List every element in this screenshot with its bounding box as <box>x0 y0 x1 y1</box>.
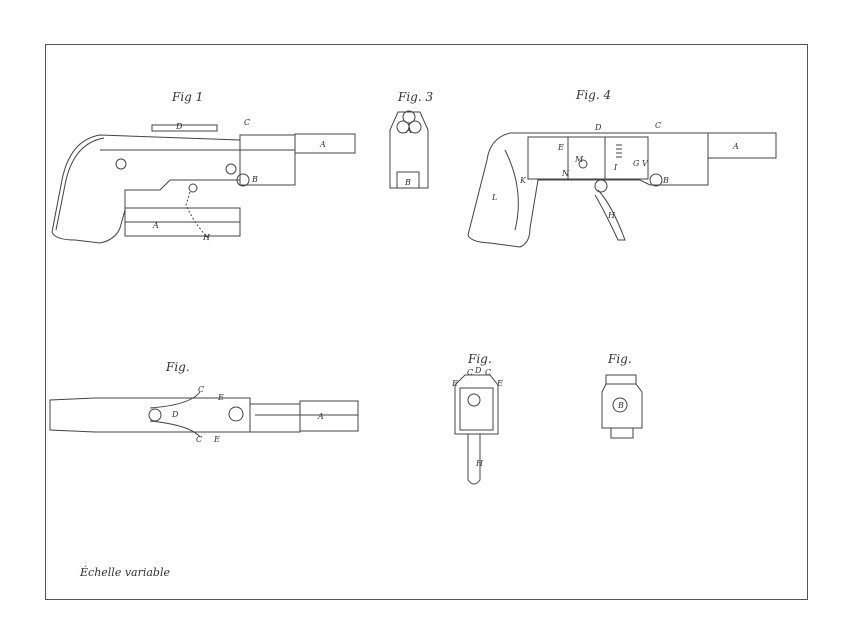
front-label-c: C <box>467 368 473 377</box>
fig3-front-view <box>389 110 429 189</box>
front-label-e2: E <box>496 379 503 388</box>
fig1-label-b: B <box>251 175 258 184</box>
fig4-label-m: M <box>574 155 584 164</box>
drawing-border <box>45 44 808 600</box>
front-label-h: H <box>475 459 484 468</box>
fig4-label-n: N <box>561 169 570 178</box>
fig4-label-i: I <box>613 163 618 172</box>
fig4-label-a: A <box>732 142 739 151</box>
front-label-c2: C <box>485 368 491 377</box>
fig1-label-h: H <box>202 233 211 242</box>
top-label-c: C <box>198 385 204 394</box>
top-label-e: E <box>217 393 224 402</box>
fig3-label-a: A <box>405 126 412 135</box>
fig-front-caption: Fig. <box>468 352 492 366</box>
scale-note: Échelle variable <box>80 566 171 579</box>
top-label-d: D <box>171 410 179 419</box>
fig-top-caption: Fig. <box>166 360 190 374</box>
fig1-label-d: D <box>175 122 183 131</box>
fig4-label-h: H <box>607 211 616 220</box>
fig4-label-d: D <box>594 123 602 132</box>
front-label-d: D <box>474 366 482 375</box>
fig1-label-a2: A <box>152 221 159 230</box>
fig4-pistol-section <box>467 132 777 248</box>
top-label-a: A <box>317 412 324 421</box>
fig4-caption: Fig. 4 <box>576 88 612 102</box>
fig4-label-g: G <box>633 159 640 168</box>
fig4-label-l: L <box>491 193 497 202</box>
fig-front-section <box>454 374 499 485</box>
front-label-e: E <box>451 379 458 388</box>
fig4-label-c: C <box>655 121 661 130</box>
rear-label-b: B <box>617 401 624 410</box>
fig1-caption: Fig 1 <box>172 90 204 104</box>
fig-top-view <box>49 391 359 438</box>
fig3-caption: Fig. 3 <box>398 90 434 104</box>
fig4-label-b: B <box>662 176 669 185</box>
fig4-label-v: V <box>642 159 649 168</box>
fig4-label-e: E <box>557 143 564 152</box>
fig4-label-k: K <box>519 176 527 185</box>
top-label-c2: C <box>196 435 202 444</box>
fig1-label-c: C <box>244 118 250 127</box>
fig-rear-view <box>601 374 643 439</box>
fig1-label-a: A <box>319 140 326 149</box>
top-label-e2: E <box>213 435 220 444</box>
fig-rear-caption: Fig. <box>608 352 632 366</box>
fig1-pistol-side <box>51 124 356 244</box>
fig3-label-b: B <box>404 178 411 187</box>
